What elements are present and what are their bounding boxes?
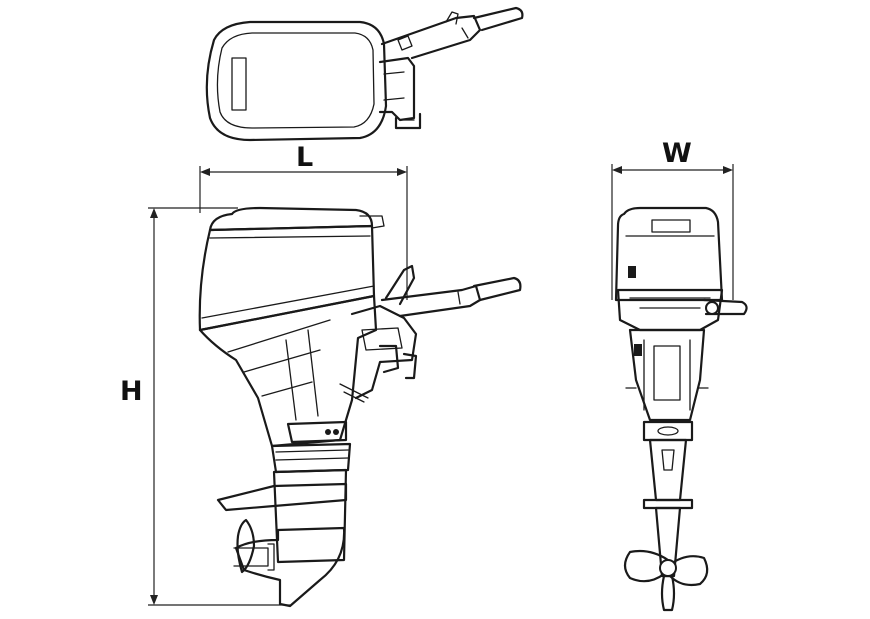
front-view-drawing (614, 206, 748, 612)
width-label: W (662, 138, 692, 169)
width-dimension-line (611, 164, 734, 300)
height-dimension-line (148, 207, 290, 606)
length-dimension-line (199, 166, 408, 300)
top-view-drawing (205, 6, 524, 142)
length-label: L (296, 142, 314, 173)
side-view-drawing (198, 206, 522, 608)
height-label: H (120, 376, 143, 407)
